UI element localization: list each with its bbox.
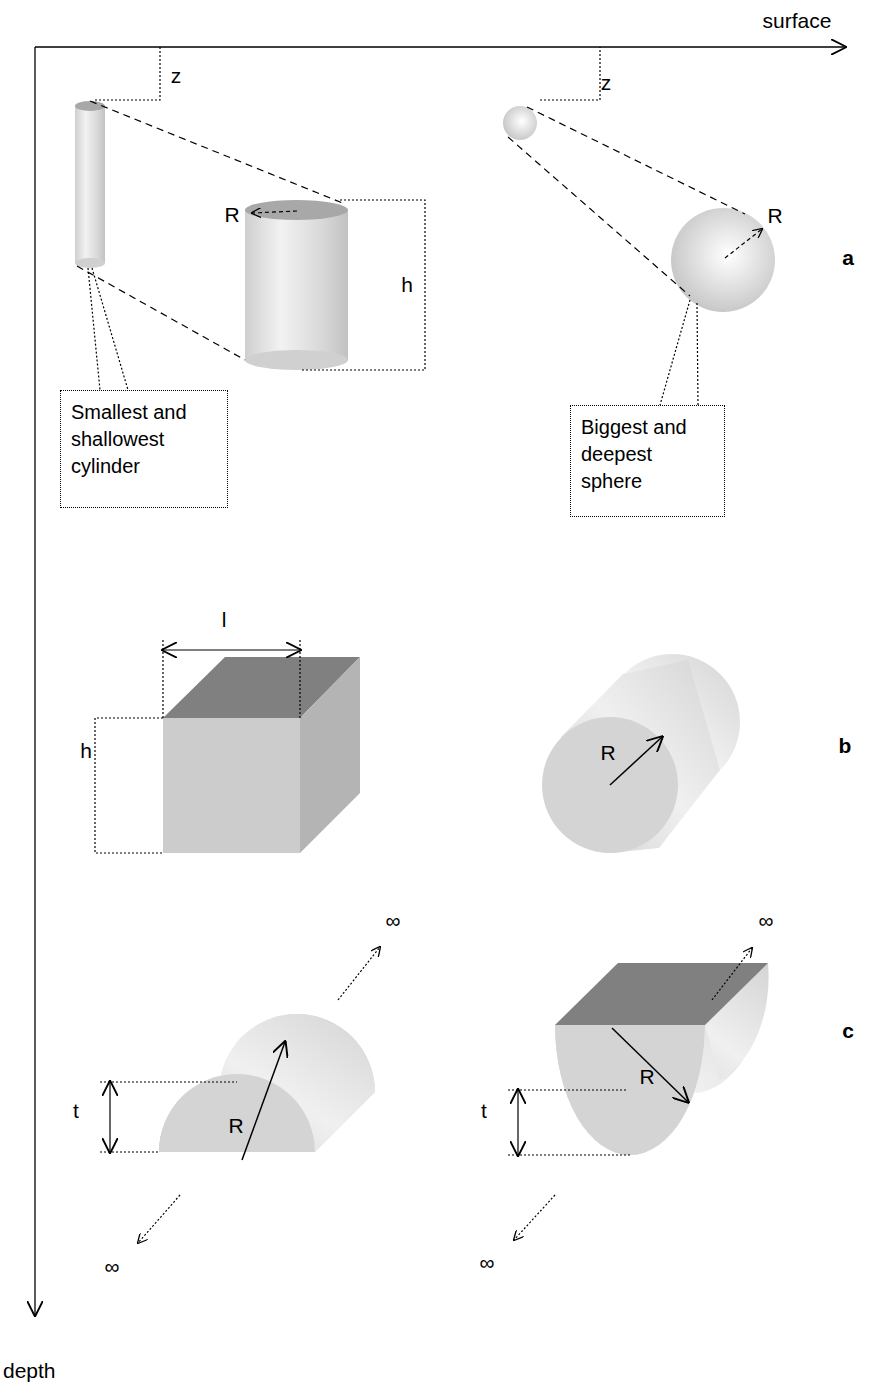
panel-letter: c bbox=[842, 1020, 854, 1041]
axis-label: surface bbox=[763, 10, 832, 31]
dimension-label: R bbox=[600, 742, 615, 763]
dimension-label: R bbox=[767, 205, 782, 226]
dimension-label: z bbox=[171, 65, 182, 86]
callout-box: Biggest and deepest sphere bbox=[570, 405, 725, 517]
dimension-label: l bbox=[222, 609, 227, 630]
dimension-label: t bbox=[73, 1100, 79, 1121]
dimension-label: R bbox=[228, 1115, 243, 1136]
dimension-label: h bbox=[80, 740, 92, 761]
dimension-label: t bbox=[481, 1100, 487, 1121]
callout-text: Biggest and deepest sphere bbox=[581, 414, 714, 495]
dimension-label: R bbox=[224, 204, 239, 225]
dimension-label: z bbox=[601, 72, 612, 93]
panel-letter: b bbox=[839, 735, 852, 756]
infinity-symbol: ∞ bbox=[105, 1256, 120, 1277]
infinity-symbol: ∞ bbox=[480, 1252, 495, 1273]
infinity-symbol: ∞ bbox=[386, 910, 401, 931]
callout-text: Smallest and shallowest cylinder bbox=[71, 399, 217, 480]
axis-label: depth bbox=[3, 1360, 56, 1381]
callout-box: Smallest and shallowest cylinder bbox=[60, 390, 228, 508]
panel-letter: a bbox=[842, 247, 854, 268]
infinity-symbol: ∞ bbox=[759, 910, 774, 931]
dimension-label: R bbox=[639, 1066, 654, 1087]
dimension-label: h bbox=[401, 274, 413, 295]
